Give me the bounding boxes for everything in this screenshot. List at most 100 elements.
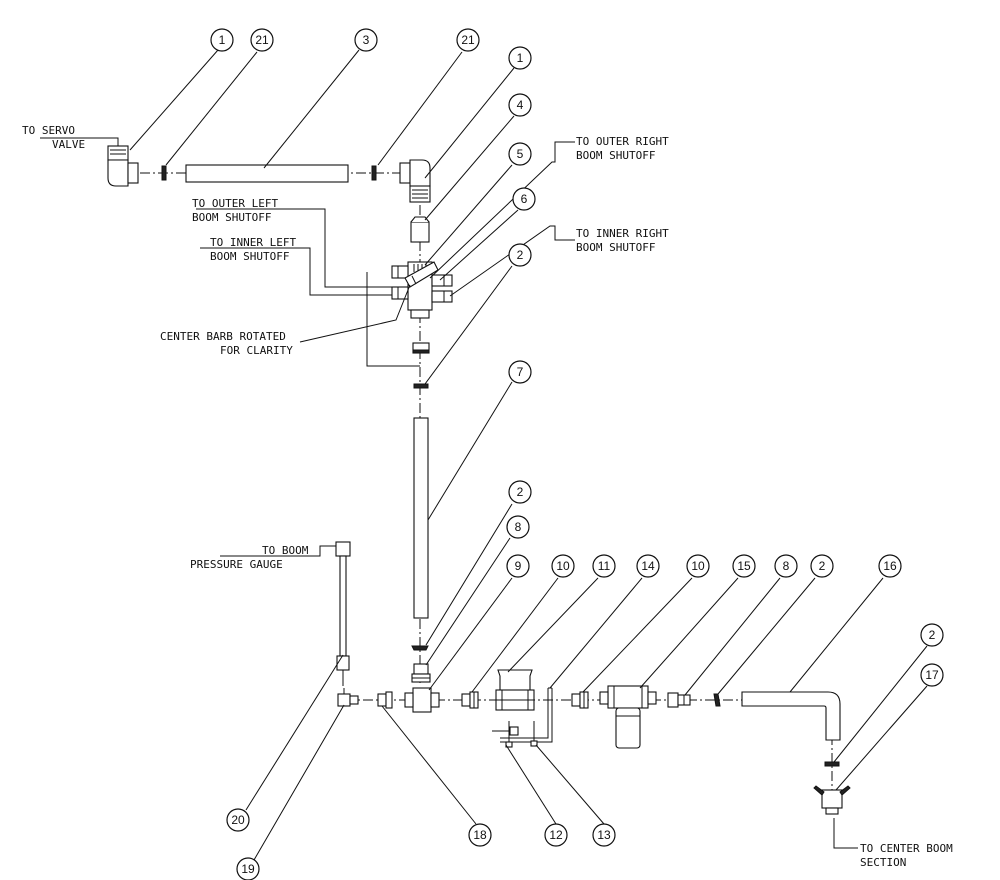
- boom-manifold: [391, 261, 453, 319]
- callout-number: 7: [517, 365, 524, 379]
- callout-bubble: 21: [250, 28, 274, 52]
- servo-leader: [40, 137, 119, 146]
- callout-bubble: 2: [508, 480, 532, 504]
- callout-number: 10: [556, 559, 570, 573]
- center-barb-leader: [299, 284, 411, 343]
- callout-number: 8: [515, 520, 522, 534]
- callout-bubble: 2: [810, 554, 834, 578]
- label-servo-2: VALVE: [52, 138, 85, 151]
- adapter-fitting-right: [571, 691, 589, 709]
- callout-bubble: 4: [508, 93, 532, 117]
- callout-number: 4: [517, 98, 524, 112]
- barb-fitting-vertical: [411, 663, 431, 683]
- callout-bubble: 11: [592, 554, 616, 578]
- adapter-fitting-left: [461, 691, 479, 709]
- manifold-bottom-fitting: [412, 342, 430, 354]
- callout-bubble: 21: [456, 28, 480, 52]
- hose-clamp-drop: [824, 761, 840, 767]
- callout-number: 2: [517, 248, 524, 262]
- callout-number: 19: [241, 862, 255, 876]
- gauge-tube: [335, 541, 351, 686]
- callout-number: 13: [597, 828, 611, 842]
- line-filter: [599, 685, 657, 749]
- barb-fitting-horizontal: [667, 692, 691, 708]
- label-servo-1: TO SERVO: [22, 124, 75, 137]
- outer-left-leader: [196, 208, 392, 288]
- coupler-fitting: [410, 216, 430, 243]
- label-inner-left-2: BOOM SHUTOFF: [210, 250, 289, 263]
- label-center-barb-2: FOR CLARITY: [220, 344, 293, 357]
- outer-right-leader: [429, 141, 575, 279]
- label-gauge-2: PRESSURE GAUGE: [190, 558, 283, 571]
- callout-bubble: 20: [226, 808, 250, 832]
- elbow-fitting-left: [107, 145, 139, 187]
- quick-coupling: [813, 785, 851, 815]
- nut: [530, 721, 538, 747]
- callout-number: 12: [549, 828, 563, 842]
- callout-number: 8: [783, 559, 790, 573]
- hose-3: [185, 164, 349, 183]
- label-center-barb-1: CENTER BARB ROTATED: [160, 330, 286, 343]
- callout-number: 9: [515, 559, 522, 573]
- callout-number: 2: [929, 628, 936, 642]
- callout-number: 5: [517, 147, 524, 161]
- callout-bubble: 18: [468, 823, 492, 847]
- center-barb-bracket: [366, 272, 420, 367]
- callout-bubble: 15: [732, 554, 756, 578]
- callout-number: 2: [819, 559, 826, 573]
- label-inner-right-1: TO INNER RIGHT: [576, 227, 669, 240]
- hose-clamp-lower: [411, 645, 429, 651]
- nipple-fitting: [377, 691, 393, 709]
- callout-bubble: 2: [920, 623, 944, 647]
- callout-bubble: 14: [636, 554, 660, 578]
- label-outer-left-2: BOOM SHUTOFF: [192, 211, 271, 224]
- callout-bubble: 6: [512, 187, 536, 211]
- callout-number: 3: [363, 33, 370, 47]
- callout-bubble: 10: [551, 554, 575, 578]
- callout-number: 21: [255, 33, 269, 47]
- callout-bubble: 19: [236, 857, 260, 880]
- label-inner-right-2: BOOM SHUTOFF: [576, 241, 655, 254]
- callout-bubble: 5: [508, 142, 532, 166]
- callout-bubble: 9: [506, 554, 530, 578]
- callout-bubble: 8: [774, 554, 798, 578]
- bolt: [492, 721, 519, 748]
- callout-bubble: 16: [878, 554, 902, 578]
- callout-bubble: 13: [592, 823, 616, 847]
- label-gauge-1: TO BOOM: [262, 544, 309, 557]
- callout-bubble: 1: [508, 46, 532, 70]
- gauge-leader: [220, 545, 336, 557]
- callout-number: 10: [691, 559, 705, 573]
- label-center-boom-2: SECTION: [860, 856, 906, 869]
- inner-left-leader: [200, 247, 392, 296]
- callout-number: 1: [517, 51, 524, 65]
- center-boom-leader: [833, 818, 858, 849]
- callout-number: 21: [461, 33, 475, 47]
- hose-clamp-upper: [413, 383, 429, 389]
- label-center-boom-1: TO CENTER BOOM: [860, 842, 953, 855]
- callout-bubble: 1: [210, 28, 234, 52]
- label-outer-left-1: TO OUTER LEFT: [192, 197, 278, 210]
- label-inner-left-1: TO INNER LEFT: [210, 236, 296, 249]
- callout-bubble: 7: [508, 360, 532, 384]
- hose-clamp-right-bottom: [713, 693, 721, 707]
- callout-bubble: 17: [920, 663, 944, 687]
- callout-number: 2: [517, 485, 524, 499]
- callout-number: 14: [641, 559, 655, 573]
- callout-bubble: 12: [544, 823, 568, 847]
- hose-7: [413, 417, 429, 619]
- gauge-elbow: [337, 688, 359, 707]
- callout-number: 15: [737, 559, 751, 573]
- elbow-fitting-right: [399, 159, 431, 203]
- callout-bubble: 8: [506, 515, 530, 539]
- callout-number: 1: [219, 33, 226, 47]
- callout-bubble: 3: [354, 28, 378, 52]
- hose-16: [741, 691, 841, 741]
- callout-number: 6: [521, 192, 528, 206]
- hose-clamp-right: [371, 165, 377, 181]
- callout-number: 17: [925, 668, 939, 682]
- label-outer-right-2: BOOM SHUTOFF: [576, 149, 655, 162]
- tee-fitting: [404, 687, 440, 713]
